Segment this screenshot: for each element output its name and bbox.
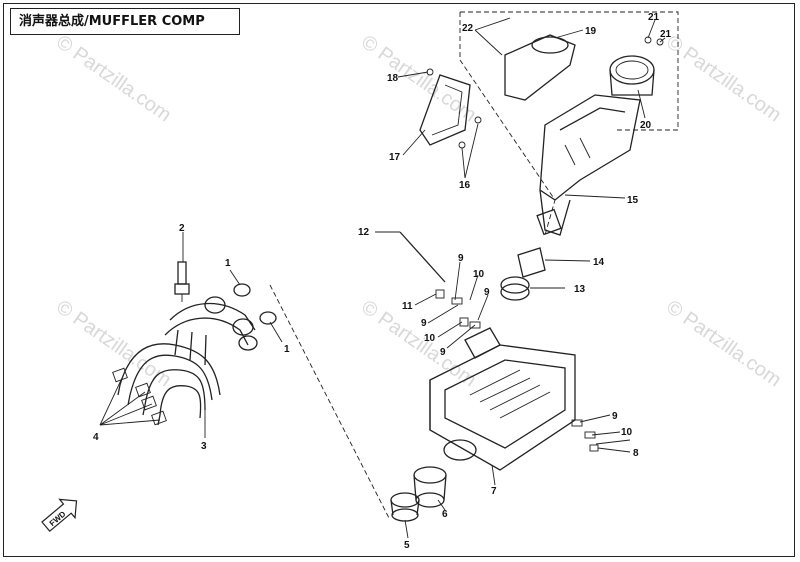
callout-label: 9 [440, 347, 446, 358]
gasket-ring [233, 283, 251, 297]
heat-shield [419, 74, 471, 146]
end-cap [609, 55, 655, 96]
watermark: © Partzilla.com [357, 296, 480, 391]
callout-label: 10 [424, 333, 436, 344]
pipe-joint [500, 247, 546, 301]
callout-label: 13 [574, 284, 586, 295]
watermarks: © Partzilla.com © Partzilla.com © Partzi… [52, 31, 785, 391]
callout-label: 19 [585, 26, 597, 37]
group-outline [460, 11, 679, 131]
callout-label: 12 [358, 227, 370, 238]
diagram-title: 消声器总成/MUFFLER COMP [10, 8, 240, 35]
callout-label: 20 [640, 120, 652, 131]
callout-label: 9 [484, 287, 490, 298]
exhaust-header [112, 296, 258, 426]
upper-muffler [536, 94, 641, 236]
callout-label: 9 [421, 318, 427, 329]
callout-label: 1 [225, 258, 231, 269]
callout-label: 15 [627, 195, 639, 206]
fwd-arrow-icon: FWD [41, 498, 78, 533]
watermark: © Partzilla.com [357, 31, 480, 126]
group-outline [459, 12, 556, 236]
callout-label: 21 [648, 12, 660, 23]
watermark: © Partzilla.com [662, 296, 785, 391]
callout-label: 16 [459, 180, 471, 191]
callout-label: 22 [462, 23, 474, 34]
gasket-ring [259, 311, 277, 325]
leader-lines [99, 17, 666, 539]
callout-label: 2 [179, 223, 185, 234]
long-bolt [399, 231, 446, 283]
callout-label: 21 [660, 29, 672, 40]
callout-label: 10 [473, 269, 485, 280]
callout-label: 18 [387, 73, 399, 84]
hardware [426, 36, 664, 452]
callout-label: 6 [442, 509, 448, 520]
diagram-frame [3, 3, 795, 557]
watermark: © Partzilla.com [52, 31, 175, 126]
callout-label: 10 [621, 427, 633, 438]
muffler [429, 327, 576, 471]
sensor [174, 261, 190, 302]
callout-label: 1 [284, 344, 290, 355]
callout-label: 8 [633, 448, 639, 459]
watermark: © Partzilla.com [662, 31, 785, 126]
callout-label: 5 [404, 540, 410, 551]
callout-label: 14 [593, 257, 605, 268]
group-outline [269, 284, 391, 521]
callouts: 1 1 2 3 4 5 6 7 8 9 9 9 9 9 10 10 10 11 … [93, 12, 672, 551]
callout-label: 4 [93, 432, 99, 443]
heat-shield-upper [504, 34, 576, 101]
callout-label: 9 [612, 411, 618, 422]
clamp [390, 492, 420, 522]
callout-label: 11 [402, 301, 413, 312]
callout-label: 9 [458, 253, 464, 264]
callout-label: 3 [201, 441, 207, 452]
callout-label: 7 [491, 486, 497, 497]
callout-label: 17 [389, 152, 401, 163]
